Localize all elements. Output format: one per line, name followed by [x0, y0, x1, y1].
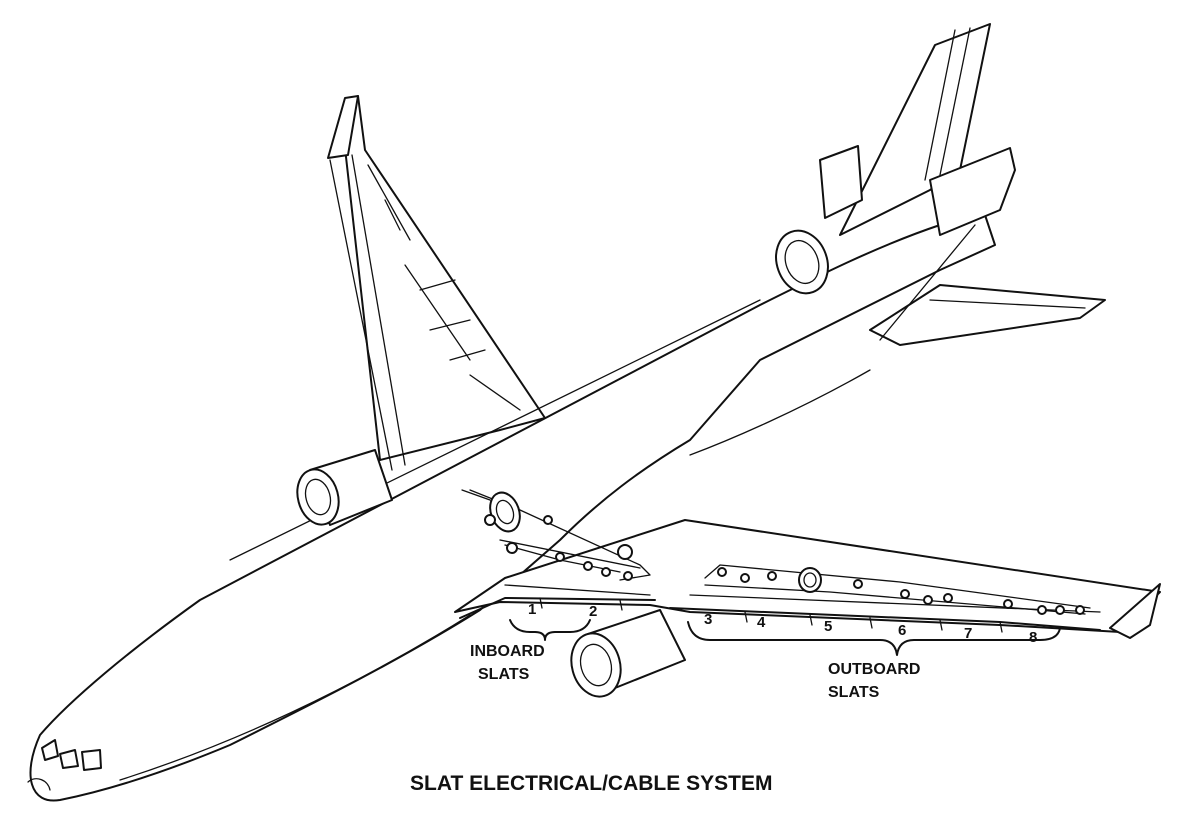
- slat-number-4: 4: [757, 614, 766, 631]
- outboard-bracket: [687, 621, 1061, 656]
- slat-number-1: 1: [528, 601, 536, 618]
- near-engine: [570, 609, 686, 698]
- diagram-title: SLAT ELECTRICAL/CABLE SYSTEM: [410, 772, 772, 795]
- slat-number-5: 5: [824, 618, 832, 635]
- inboard-slats-label-line1: INBOARD: [470, 643, 545, 660]
- outboard-cable-mechanism: [704, 564, 1091, 615]
- slat-number-6: 6: [898, 622, 906, 639]
- inboard-cable-mechanism: [461, 489, 651, 581]
- slat-number-3: 3: [704, 611, 712, 628]
- slat-number-2: 2: [589, 603, 597, 620]
- inboard-bracket: [509, 619, 591, 641]
- far-wing: [327, 95, 546, 471]
- tail-section: [775, 23, 1106, 346]
- outboard-slats-label-line1: OUTBOARD: [828, 661, 920, 678]
- outboard-slats-label-line2: SLATS: [828, 684, 880, 701]
- far-engine: [296, 449, 393, 526]
- slat-number-7: 7: [964, 625, 972, 642]
- slat-number-8: 8: [1029, 629, 1037, 646]
- inboard-slats-label-line2: SLATS: [478, 666, 530, 683]
